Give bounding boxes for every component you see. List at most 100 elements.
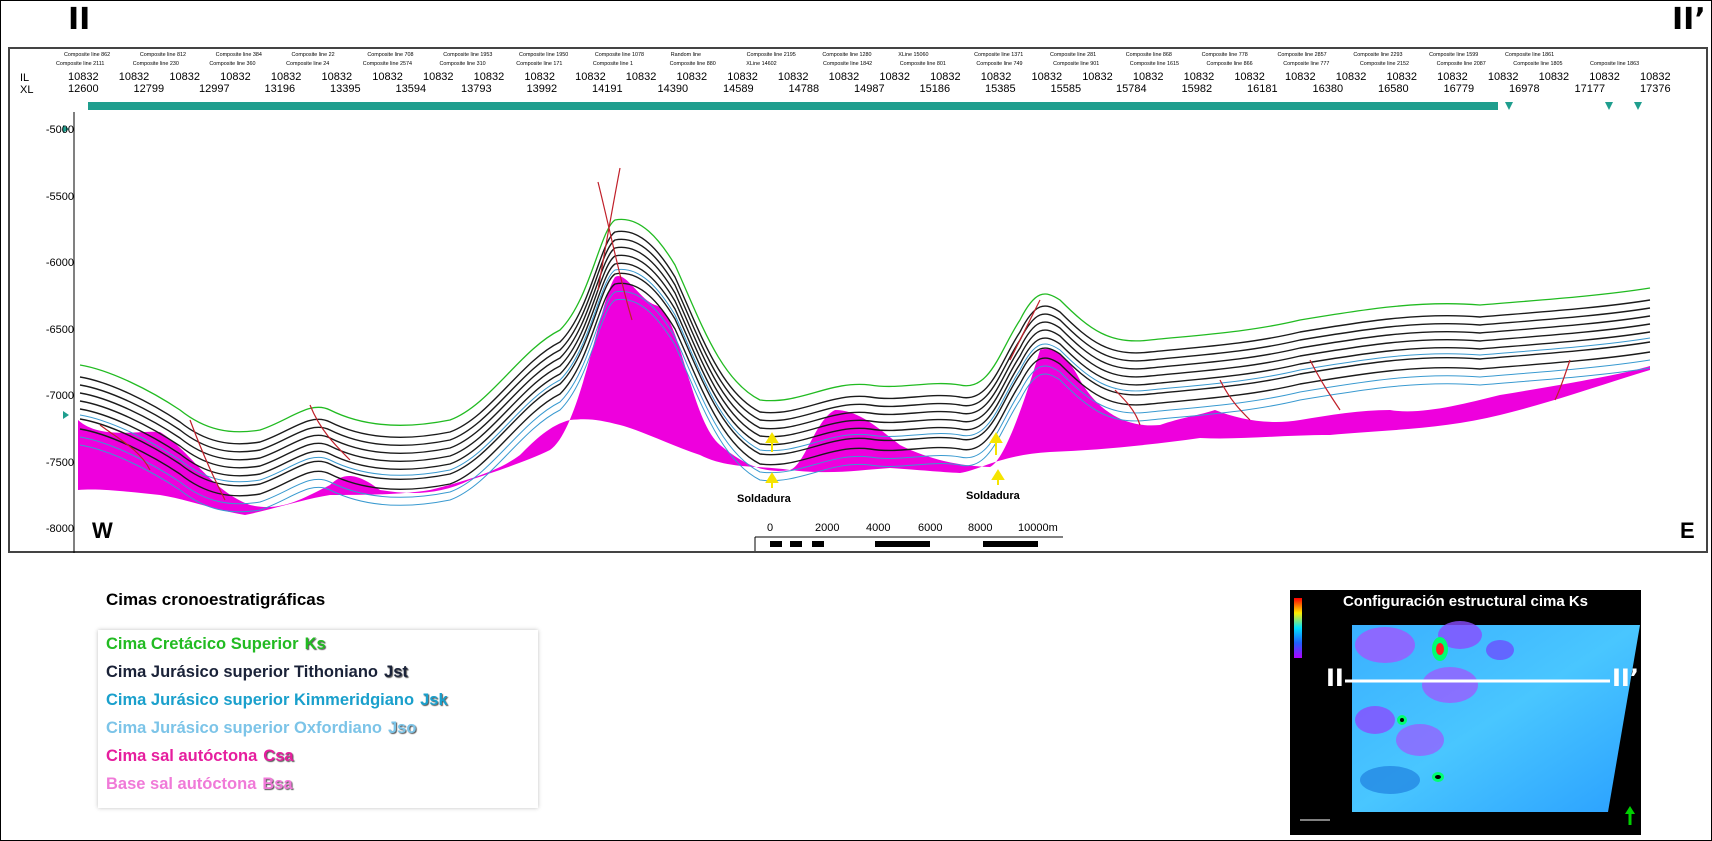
il_values-5: 10832	[321, 71, 353, 83]
xl_values-5: 13594	[395, 83, 427, 95]
horizon-jsk-family	[79, 268, 1651, 513]
composite_row2-0: Composite line 2111	[56, 61, 105, 67]
xl_values-14: 15385	[985, 83, 1016, 95]
composite_row2-7: Composite line 1	[592, 61, 634, 67]
inset-label-left: II	[1326, 664, 1344, 692]
composite_row2-11: Composite line 801	[899, 61, 946, 67]
inset-label-right: II’	[1612, 664, 1639, 692]
xl_values-21: 16779	[1443, 83, 1475, 95]
il-label: IL	[20, 72, 30, 84]
legend-item-jsk: Cima Jurásico superior Kimmeridgiano Jsk	[98, 686, 538, 714]
xl_values-1: 12799	[133, 83, 165, 95]
il_values-29: 10832	[1538, 71, 1570, 83]
composite_row2-14: Composite line 1615	[1129, 61, 1179, 67]
horizon-line	[79, 282, 1651, 497]
scale-label-0: 0	[767, 522, 774, 534]
composite_row2-1: Composite line 230	[132, 61, 179, 67]
composite_row2-18: Composite line 2087	[1436, 61, 1486, 67]
horizon-line	[79, 230, 1651, 445]
il_values-21: 10832	[1132, 71, 1164, 83]
xl_values-16: 15784	[1116, 83, 1147, 95]
scale-bar	[754, 536, 1063, 551]
axis-marker-icon	[63, 125, 69, 133]
legend-item-code: Jsk	[420, 691, 448, 709]
il_values-3: 10832	[220, 71, 251, 83]
structure-map	[1294, 598, 1640, 825]
composite_row2-2: Composite line 360	[209, 61, 256, 67]
composite_row2-19: Composite line 1805	[1513, 61, 1563, 67]
composite_row1-6: Composite line 1950	[519, 52, 569, 58]
xl_values-13: 15186	[919, 83, 951, 95]
color-scale-bar	[1294, 598, 1302, 658]
xl_values-19: 16380	[1312, 83, 1344, 95]
map-surface	[1352, 625, 1640, 812]
il_values-18: 10832	[980, 71, 1012, 83]
horizon-jst-family	[79, 230, 1651, 497]
il_values-25: 10832	[1335, 71, 1367, 83]
xl_values-7: 13992	[526, 83, 558, 95]
il_values-26: 10832	[1386, 71, 1418, 83]
scale-label-4: 8000	[968, 522, 993, 534]
legend-item-code: Jso	[388, 719, 417, 737]
legend-item-code: Jst	[384, 663, 408, 681]
horizon-line	[79, 272, 1651, 487]
il_values-6: 10832	[372, 71, 403, 83]
depth-tick-1: -5500	[45, 190, 74, 203]
axis-marker-icon	[63, 411, 69, 419]
il_values-17: 10832	[930, 71, 961, 83]
composite_row1-17: Composite line 2293	[1353, 52, 1403, 58]
il_values-27: 10832	[1437, 71, 1468, 83]
composite_row1-3: Composite line 22	[291, 52, 335, 58]
composite_row2-4: Composite line 2574	[362, 61, 412, 67]
composite_row2-20: Composite line 1863	[1590, 61, 1640, 67]
fault-lines	[99, 167, 1571, 501]
scale-label-2: 4000	[866, 522, 891, 534]
weld-label-1: Soldadura	[737, 493, 791, 505]
composite_row2-12: Composite line 749	[976, 61, 1023, 67]
composite_row1-9: Composite line 2195	[746, 52, 796, 58]
il_values-20: 10832	[1082, 71, 1113, 83]
composite_row1-1: Composite line 812	[139, 52, 186, 58]
legend-item-label: Cima Cretácico Superior	[106, 635, 299, 653]
horizon-line-blue	[79, 268, 1651, 483]
composite_row2-17: Composite line 2152	[1359, 61, 1410, 67]
composite_row1-13: Composite line 281	[1049, 52, 1097, 58]
composite_row2-16: Composite line 777	[1283, 61, 1330, 67]
il_values-8: 10832	[473, 71, 505, 83]
composite_row1-2: Composite line 384	[215, 52, 262, 58]
composite_row1-10: Composite line 1280	[822, 52, 872, 58]
legend-item-label: Cima Jurásico superior Tithoniano	[106, 663, 379, 681]
xl_values-11: 14788	[788, 83, 820, 95]
il_values-2: 10832	[169, 71, 200, 83]
il_values-28: 10832	[1487, 71, 1519, 83]
horizon-line	[79, 262, 1651, 477]
xl_values-18: 16181	[1247, 83, 1278, 95]
legend-item-label: Cima Jurásico superior Kimmeridgiano	[106, 691, 415, 709]
il_values-13: 10832	[727, 71, 758, 83]
horizon-ks	[79, 218, 1651, 433]
il_values-7: 10832	[422, 71, 454, 83]
xl_values-24: 17376	[1640, 83, 1671, 95]
legend-item-code: Ks	[304, 635, 326, 653]
composite_row2-5: Composite line 310	[439, 61, 486, 67]
depth-tick-3: -6500	[45, 323, 74, 336]
il_values-9: 10832	[524, 71, 555, 83]
composite_row1-16: Composite line 2857	[1277, 52, 1327, 58]
il_values-10: 10832	[575, 71, 606, 83]
xl_values-4: 13395	[330, 83, 361, 95]
cross-section-plot	[63, 102, 1651, 553]
xl_values-8: 14191	[592, 83, 623, 95]
composite_row1-5: Composite line 1953	[443, 52, 493, 58]
horizon-line-blue	[79, 298, 1651, 513]
composite_row1-19: Composite line 1861	[1505, 52, 1555, 58]
composite_row2-10: Composite line 1842	[823, 61, 873, 67]
scale-label-1: 2000	[815, 522, 840, 534]
xl_values-22: 16978	[1509, 83, 1540, 95]
composite_row2-13: Composite line 901	[1053, 61, 1100, 67]
il_values-11: 10832	[625, 71, 657, 83]
depth-tick-6: -8000	[45, 523, 74, 535]
il_values-4: 10832	[270, 71, 302, 83]
il_values-12: 10832	[676, 71, 708, 83]
